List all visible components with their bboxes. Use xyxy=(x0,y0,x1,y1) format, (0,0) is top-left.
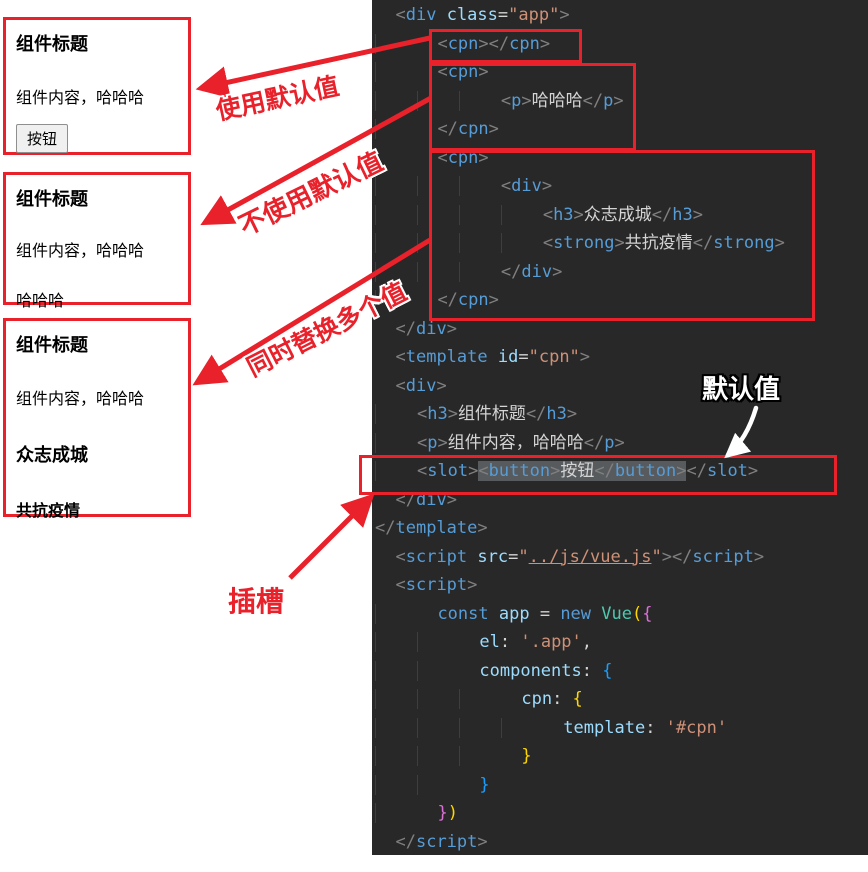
code-line: template: '#cpn' xyxy=(375,714,868,743)
component-title: 组件标题 xyxy=(16,34,88,55)
code-line: <cpn> xyxy=(375,58,868,87)
code-line: <div class="app"> xyxy=(395,5,570,25)
code-line: cpn: { xyxy=(375,685,868,714)
preview-box-default-slot: 组件标题 组件内容，哈哈哈 按钮 xyxy=(3,17,191,155)
component-content: 组件内容，哈哈哈 xyxy=(16,389,145,408)
code-line: <p>哈哈哈</p> xyxy=(375,87,868,116)
slot-subtitle: 众志成城 xyxy=(16,445,88,466)
code-line: </cpn> xyxy=(375,115,868,144)
component-title: 组件标题 xyxy=(16,189,88,210)
component-content: 组件内容，哈哈哈 xyxy=(16,88,145,107)
code-line: <script src="../js/vue.js"></script> xyxy=(395,546,765,567)
code-line: <cpn></cpn> xyxy=(375,30,868,59)
code-line: } xyxy=(375,742,868,771)
annotation-slot: 插槽 xyxy=(228,585,285,618)
code-line: <h3>众志成城</h3> xyxy=(375,201,868,230)
annotation-use-default: 使用默认值 xyxy=(213,71,342,126)
slot-replacement-text: 哈哈哈 xyxy=(16,291,65,310)
code-line: </template> xyxy=(375,518,488,538)
preview-box-replaced-slot: 组件标题 组件内容，哈哈哈 哈哈哈 xyxy=(3,172,191,310)
code-line: <div> xyxy=(395,375,447,396)
code-line: <template id="cpn"> xyxy=(395,347,591,367)
code-line: </div> xyxy=(375,258,868,287)
code-area: <div class="app"> <cpn></cpn> <cpn> <p>哈… xyxy=(375,1,868,855)
code-line: <h3>组件标题</h3> xyxy=(375,400,868,429)
preview-box-multi-slot: 组件标题 组件内容，哈哈哈 众志成城 共抗疫情 xyxy=(3,318,191,520)
preview-button[interactable]: 按钮 xyxy=(16,124,69,153)
code-line: </cpn> xyxy=(375,286,868,315)
component-content: 组件内容，哈哈哈 xyxy=(16,241,145,260)
code-line: const app = new Vue({ xyxy=(375,600,868,629)
code-line: </script> xyxy=(395,831,488,852)
code-editor[interactable]: <div class="app"> <cpn></cpn> <cpn> <p>哈… xyxy=(372,0,868,855)
code-line: <script> xyxy=(395,575,478,595)
code-line: components: { xyxy=(375,657,868,686)
annotation-default-value: 默认值 xyxy=(702,375,781,405)
code-line: <strong>共抗疫情</strong> xyxy=(375,229,868,258)
arrow-slot xyxy=(288,493,375,580)
code-line: } xyxy=(375,771,868,800)
code-highlight-box-slot-line xyxy=(359,455,837,495)
code-highlight-box-single-replacement xyxy=(429,63,636,151)
code-line: <slot><button>按钮</button></slot> xyxy=(375,457,868,486)
code-highlight-box-multi-replacement xyxy=(429,150,815,321)
annotation-not-use-default: 不使用默认值 xyxy=(234,146,388,243)
code-line: el: '.app', xyxy=(375,628,868,657)
code-highlight-box-empty-cpn xyxy=(429,29,582,63)
code-line: <p>组件内容，哈哈哈</p> xyxy=(375,429,868,458)
component-title: 组件标题 xyxy=(16,335,88,356)
code-line: }) xyxy=(375,799,868,828)
slot-strong-text: 共抗疫情 xyxy=(16,501,81,520)
code-line: <div> xyxy=(375,172,868,201)
